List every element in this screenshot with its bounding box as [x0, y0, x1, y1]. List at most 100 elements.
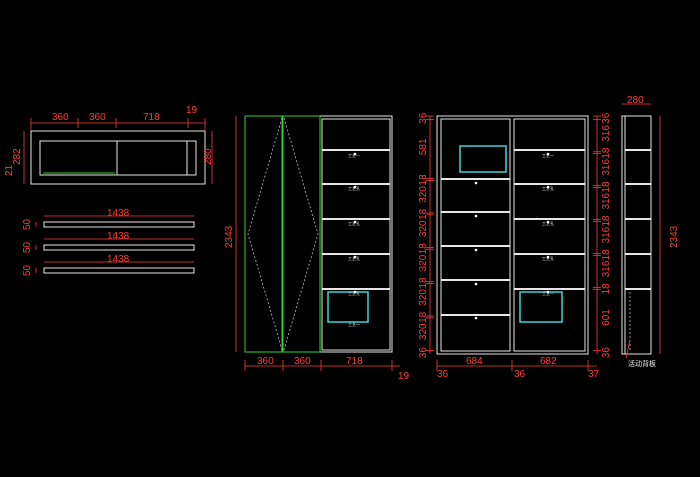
front-dim-4: 19	[398, 371, 410, 382]
front-note-6: 工艺一	[348, 322, 360, 327]
top-view-outline	[30, 130, 206, 185]
interior-right-dim-value: 316	[601, 159, 612, 176]
front-note-4: 工艺孔	[348, 255, 360, 261]
interior-hole	[474, 248, 478, 252]
interior-right-dim-value: 316	[601, 260, 612, 277]
interior-right-dim-value: 36	[601, 112, 612, 124]
top-dim-4: 19	[186, 105, 198, 116]
interior-hole	[474, 181, 478, 185]
front-hole	[353, 220, 357, 224]
front-hole	[353, 185, 357, 189]
interior-left-bay	[440, 118, 511, 352]
front-note-2: 工艺孔	[348, 185, 360, 191]
interior-right-dim-value: 316	[601, 192, 612, 209]
front-dim-1: 360	[257, 356, 274, 367]
front-height: 2343	[224, 225, 235, 248]
side-height: 2343	[669, 225, 680, 248]
interior-dim-b1: 36	[437, 369, 449, 380]
interior-right-dim-value: 316	[601, 226, 612, 243]
top-dim-left-2: 282	[12, 148, 23, 165]
right-door-swing	[283, 117, 319, 351]
right-door	[282, 115, 321, 353]
front-hole	[353, 290, 357, 294]
interior-left-dim-value: 36	[418, 112, 429, 124]
top-view-inner	[39, 140, 197, 176]
interior-outline	[436, 115, 589, 355]
interior-right-dim-value: 18	[601, 215, 612, 227]
interior-hole	[546, 185, 550, 189]
side-leader	[625, 339, 631, 359]
interior-left-dim-value: 320	[418, 323, 429, 340]
board-3	[43, 267, 195, 274]
interior-right-dim-value: 18	[601, 283, 612, 295]
interior-view: 工艺一 工艺孔 工艺孔 工艺孔 工艺一 36581183201832018320…	[418, 112, 612, 380]
interior-dim-b2: 684	[466, 356, 483, 367]
left-door-swing	[247, 117, 283, 351]
interior-left-dim-value: 18	[418, 243, 429, 255]
front-note-5: 工艺孔	[348, 290, 360, 296]
top-dim-3: 718	[143, 112, 160, 123]
left-door	[244, 115, 283, 353]
interior-left-dim-value: 320	[418, 254, 429, 271]
top-dim-1: 360	[52, 112, 69, 123]
interior-hole	[546, 255, 550, 259]
interior-hole	[474, 316, 478, 320]
interior-note-5: 工艺一	[542, 291, 554, 296]
interior-left-dim-value: 36	[418, 347, 429, 359]
top-dim-right-1: 280	[203, 148, 214, 165]
interior-left-dim-value: 18	[418, 311, 429, 323]
interior-right-dim-value: 18	[601, 147, 612, 159]
front-dim-2: 360	[294, 356, 311, 367]
interior-left-dim-value: 18	[418, 174, 429, 186]
front-dim-3: 718	[346, 356, 363, 367]
board-2-thickness: 50	[22, 241, 33, 253]
boards: 1438 50 1438 50 1438 50	[22, 208, 195, 276]
top-dim-2: 360	[89, 112, 106, 123]
front-glass-panel	[327, 291, 369, 323]
board-1-thickness: 50	[22, 218, 33, 230]
interior-right-dim-value: 18	[601, 181, 612, 193]
board-1-length: 1438	[107, 208, 130, 219]
interior-left-dim-value: 18	[418, 277, 429, 289]
interior-glass-right	[519, 291, 563, 323]
side-outline	[621, 115, 652, 355]
front-note-3: 工艺孔	[348, 220, 360, 226]
interior-hole	[546, 290, 550, 294]
interior-hole	[546, 152, 550, 156]
interior-left-dim-value: 18	[418, 208, 429, 220]
top-view: 360 360 718 19 21 282 280	[4, 105, 214, 185]
interior-glass-left	[459, 145, 507, 173]
interior-dim-b5: 37	[588, 369, 600, 380]
front-open-shelf	[321, 118, 391, 351]
board-1	[43, 221, 195, 228]
interior-left-dim-value: 581	[418, 138, 429, 155]
interior-hole	[474, 282, 478, 286]
front-hole	[353, 255, 357, 259]
top-dim-left-1: 21	[4, 164, 15, 176]
side-width: 280	[627, 95, 644, 106]
interior-hole	[474, 214, 478, 218]
interior-hole	[546, 220, 550, 224]
interior-right-bay	[513, 118, 586, 352]
front-hole	[353, 152, 357, 156]
board-2-length: 1438	[107, 231, 130, 242]
interior-right-dim-value: 601	[601, 309, 612, 326]
interior-right-dim-value: 18	[601, 249, 612, 261]
interior-note-1: 工艺一	[542, 153, 554, 158]
side-caption: 活动背板	[628, 359, 656, 368]
board-2	[43, 244, 195, 251]
interior-left-dim-value: 320	[418, 186, 429, 203]
interior-dim-b4: 682	[540, 356, 557, 367]
front-view-outline	[244, 115, 393, 353]
interior-right-dim-value: 36	[601, 347, 612, 359]
front-note-1: 工艺一	[348, 153, 360, 158]
interior-left-dim-value: 320	[418, 220, 429, 237]
board-3-thickness: 50	[22, 264, 33, 276]
side-view: 280 2343 活动背板	[621, 95, 680, 368]
front-view: 工艺一 工艺孔 工艺孔 工艺孔 工艺孔 工艺一 2343 360 360 718…	[224, 115, 410, 382]
interior-dim-b3: 36	[514, 369, 526, 380]
board-3-length: 1438	[107, 254, 130, 265]
